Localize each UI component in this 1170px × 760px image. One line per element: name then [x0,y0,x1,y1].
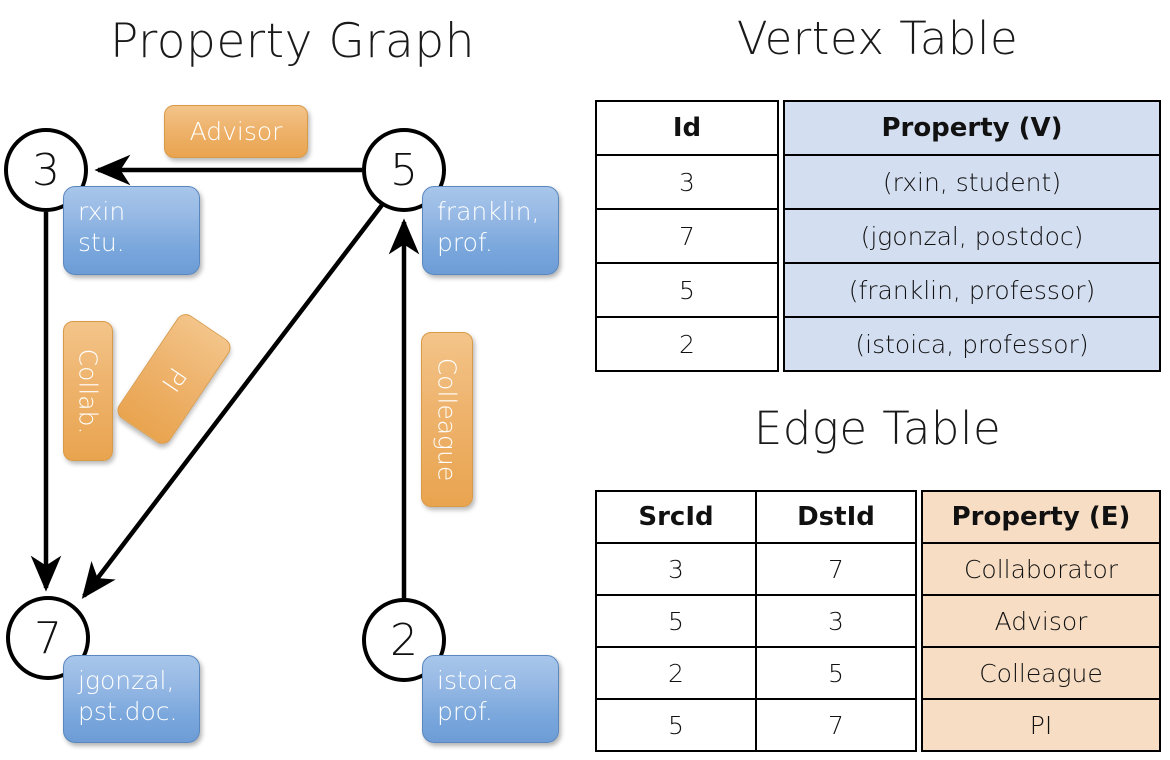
table-row: 2 [595,316,779,372]
edge-table-cell-dstid: 3 [754,594,918,648]
table-row: 5 [595,262,779,318]
graph-edges-svg [30,154,420,599]
graph-node-2-label: 2 [390,614,418,666]
vertex-property-box-2: istoica prof. [422,655,559,743]
edge-table-cell-srcid: 3 [595,542,757,596]
table-header-row: Property (E) [921,490,1161,544]
page-title-property-graph: Property Graph [110,14,475,69]
table-row: 2 5 [595,646,918,700]
edge-table-property-column: Property (E) Collaborator Advisor Collea… [921,490,1161,752]
edge-table-cell-property: Collaborator [921,542,1161,596]
vertex-property-box-5-line2: prof. [437,227,493,257]
page-title-vertex-table: Vertex Table [736,12,1019,65]
graph-node-2[interactable]: 2 [362,598,446,682]
edge-property-box-advisor: Advisor [164,105,308,158]
edge-arrow-5-to-7 [81,203,384,599]
edge-table-cell-dstid: 5 [754,646,918,700]
table-row: Collaborator [921,542,1161,596]
vertex-table-cell-id: 7 [595,208,779,264]
edge-table-cell-property: PI [921,698,1161,752]
edge-table-cell-property: Advisor [921,594,1161,648]
vertex-table-cell-property: (rxin, student) [783,154,1161,210]
graph-node-7-label: 7 [34,612,62,664]
vertex-property-box-3-line1: rxin [78,197,126,226]
edge-table-header-property: Property (E) [921,490,1161,544]
vertex-table-header-property: Property (V) [783,100,1161,156]
property-graph-diagram: 3 5 7 2 rxin stu. franklin, prof. jgonza… [4,105,559,743]
vertex-table-property-column: Property (V) (rxin, student) (jgonzal, p… [783,100,1161,372]
edge-property-box-collab: Collab. [63,321,113,461]
edge-table-cell-srcid: 5 [595,594,757,648]
vertex-property-box-5: franklin, prof. [422,186,559,275]
edge-property-box-advisor-label: Advisor [189,117,283,146]
graph-node-5[interactable]: 5 [362,128,446,212]
edge-property-box-colleague: Colleague [421,332,473,507]
vertex-property-box-3: rxin stu. [63,186,200,275]
edge-table-cell-srcid: 5 [595,698,757,752]
page-title-edge-table: Edge Table [753,402,1002,455]
edge-table-cell-dstid: 7 [754,698,918,752]
edge-property-box-colleague-label: Colleague [432,357,462,482]
table-row: 7 [595,208,779,264]
vertex-table-header-id: Id [595,100,779,156]
vertex-property-box-5-line1: franklin, [437,197,540,226]
table-row: (jgonzal, postdoc) [783,208,1161,264]
graph-node-5-label: 5 [390,144,418,196]
table-header-row: Property (V) [783,100,1161,156]
table-row: (rxin, student) [783,154,1161,210]
table-header-row: SrcId DstId [595,490,918,544]
vertex-property-box-3-line2: stu. [78,227,125,257]
table-header-row: Id [595,100,779,156]
vertex-table-cell-property: (franklin, professor) [783,262,1161,318]
table-row: (franklin, professor) [783,262,1161,318]
table-row: 3 [595,154,779,210]
edge-table-header-srcid: SrcId [595,490,757,544]
edge-table-cell-dstid: 7 [754,542,918,596]
vertex-table-id-column: Id 3 7 5 2 [595,100,779,372]
edge-property-box-pi-label: PI [155,361,193,397]
vertex-table-cell-id: 2 [595,316,779,372]
vertex-property-box-7: jgonzal, pst.doc. [63,655,200,743]
table-row: 5 7 [595,698,918,752]
vertex-table-cell-id: 5 [595,262,779,318]
vertex-property-box-2-line1: istoica [437,666,519,695]
edge-table-cell-srcid: 2 [595,646,757,700]
edge-property-box-collab-label: Collab. [73,348,103,434]
vertex-property-box-2-line2: prof. [437,696,493,726]
table-row: 3 7 [595,542,918,596]
table-row: Colleague [921,646,1161,700]
table-row: (istoica, professor) [783,316,1161,372]
vertex-property-box-7-line1: jgonzal, [78,666,175,695]
vertex-table-cell-property: (jgonzal, postdoc) [783,208,1161,264]
edge-table-cell-property: Colleague [921,646,1161,700]
vertex-table-cell-property: (istoica, professor) [783,316,1161,372]
edge-table-src-dst-columns: SrcId DstId 3 7 5 3 2 5 5 7 [595,490,918,752]
vertex-property-box-7-line2: pst.doc. [78,696,178,726]
graph-node-3-label: 3 [32,144,60,196]
table-row: 5 3 [595,594,918,648]
vertex-table-cell-id: 3 [595,154,779,210]
edge-table-header-dstid: DstId [754,490,918,544]
table-row: Advisor [921,594,1161,648]
table-row: PI [921,698,1161,752]
